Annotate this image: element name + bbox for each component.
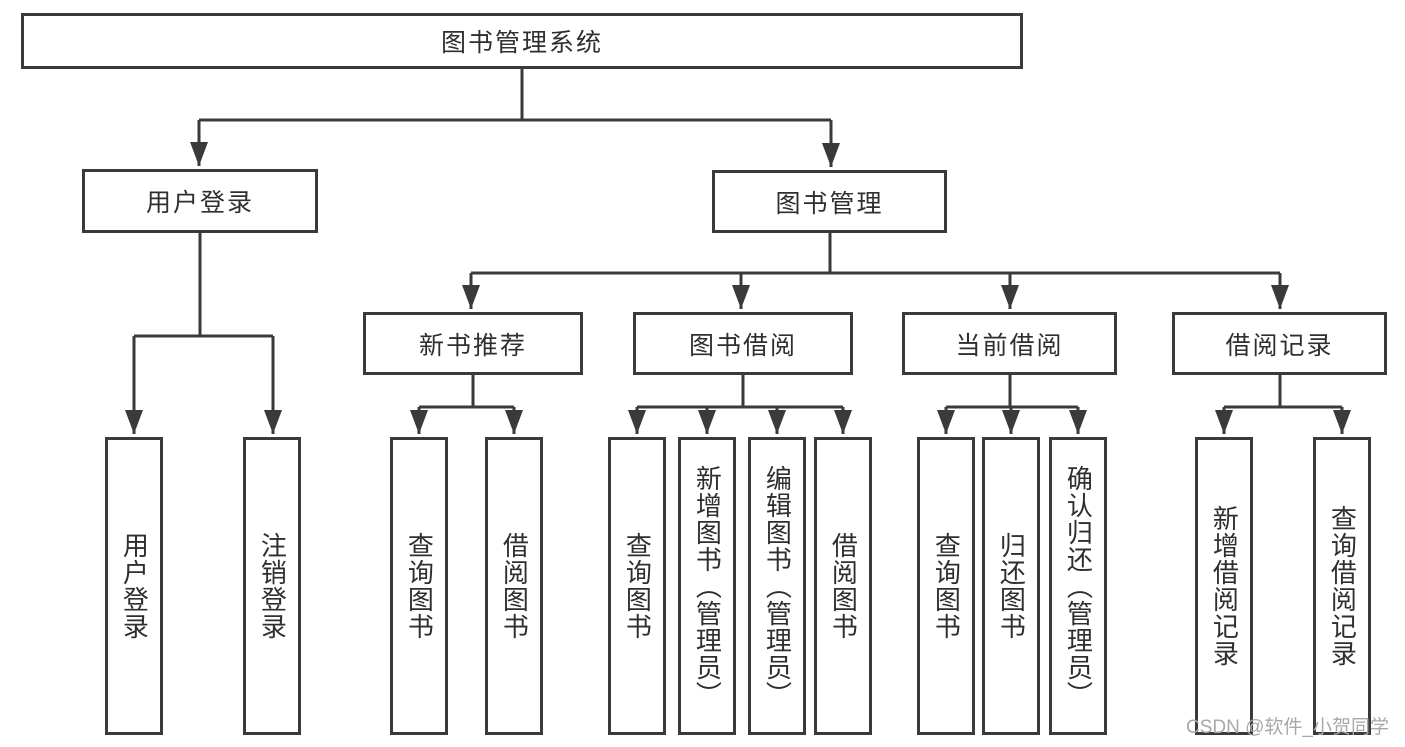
- node-book-management-system: 图书管理系统: [21, 13, 1023, 69]
- csdn-watermark: CSDN @软件_小贺同学: [1186, 717, 1389, 738]
- node-label: 新增图书（管理员）: [692, 464, 723, 708]
- node-query-books-current: 查询图书: [917, 437, 975, 735]
- node-label: 归还图书: [996, 532, 1027, 640]
- node-label: 查询图书: [404, 532, 435, 640]
- node-label: 新书推荐: [418, 331, 527, 360]
- node-user-login: 用户登录: [82, 169, 318, 233]
- node-label: 查询借阅记录: [1327, 505, 1358, 667]
- node-new-book-recommend: 新书推荐: [363, 312, 583, 375]
- node-query-borrow-record: 查询借阅记录: [1313, 437, 1371, 735]
- node-book-management: 图书管理: [712, 170, 947, 233]
- node-query-books-borrow: 查询图书: [608, 437, 666, 735]
- node-label: 查询图书: [931, 532, 962, 640]
- node-book-borrow: 图书借阅: [633, 312, 853, 375]
- node-current-borrow: 当前借阅: [902, 312, 1117, 375]
- node-label: 查询图书: [622, 532, 653, 640]
- node-add-borrow-record: 新增借阅记录: [1195, 437, 1253, 735]
- node-label: 新增借阅记录: [1209, 505, 1240, 667]
- node-logout: 注销登录: [243, 437, 301, 735]
- node-borrow-books-recommend: 借阅图书: [485, 437, 543, 735]
- node-label: 借阅记录: [1225, 331, 1334, 360]
- node-edit-books-admin: 编辑图书（管理员）: [748, 437, 806, 735]
- node-label: 借阅图书: [828, 532, 859, 640]
- node-label: 当前借阅: [955, 331, 1064, 360]
- node-query-books-recommend: 查询图书: [390, 437, 448, 735]
- node-label: 用户登录: [119, 532, 150, 640]
- node-label: 注销登录: [257, 532, 288, 640]
- node-label: 编辑图书（管理员）: [762, 464, 793, 708]
- node-add-books-admin: 新增图书（管理员）: [678, 437, 736, 735]
- node-return-books: 归还图书: [982, 437, 1040, 735]
- node-label: 图书借阅: [688, 331, 797, 360]
- node-label: 图书管理: [775, 189, 884, 218]
- node-label: 确认归还（管理员）: [1063, 464, 1094, 708]
- node-user-login-leaf: 用户登录: [105, 437, 163, 735]
- node-borrow-books: 借阅图书: [814, 437, 872, 735]
- node-borrow-records: 借阅记录: [1172, 312, 1387, 375]
- node-confirm-return-admin: 确认归还（管理员）: [1049, 437, 1107, 735]
- node-label: 借阅图书: [499, 532, 530, 640]
- node-label: 图书管理系统: [440, 29, 603, 57]
- node-label: 用户登录: [145, 189, 254, 217]
